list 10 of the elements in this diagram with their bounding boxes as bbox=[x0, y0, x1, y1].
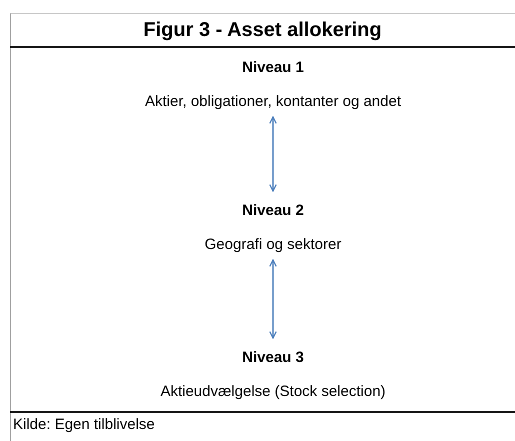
level-description: Aktieudvælgelse (Stock selection) bbox=[160, 382, 386, 402]
level-heading: Niveau 3 bbox=[241, 348, 305, 368]
source-caption: Kilde: Egen tilblivelse bbox=[13, 415, 155, 435]
double-arrow bbox=[269, 116, 277, 192]
level-heading: Niveau 1 bbox=[241, 58, 305, 78]
figure-title: Figur 3 - Asset allokering bbox=[10, 14, 515, 48]
level-description: Geografi og sektorer bbox=[204, 235, 342, 255]
level-description: Aktier, obligationer, kontanter og andet bbox=[144, 92, 401, 112]
double-arrow bbox=[269, 259, 277, 339]
level-heading: Niveau 2 bbox=[241, 201, 305, 221]
